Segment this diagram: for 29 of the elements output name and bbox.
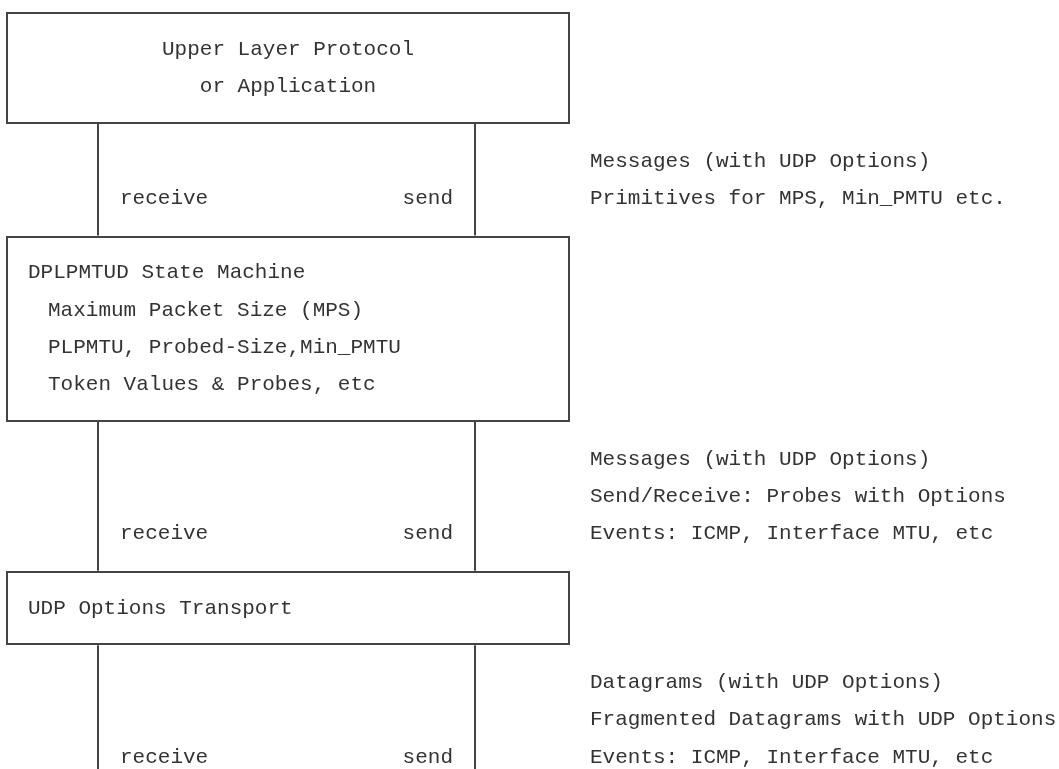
annotation-text: Events: ICMP, Interface MTU, etc <box>590 744 994 769</box>
connector-line <box>97 644 99 769</box>
box-text: Maximum Packet Size (MPS) <box>48 297 364 324</box>
box-title: Upper Layer Protocol or Application <box>160 36 415 100</box>
annotation-text: Primitives for MPS, Min_PMTU etc. <box>590 185 1006 212</box>
connector-line <box>97 420 99 572</box>
connector-line <box>474 122 476 237</box>
annotation-text: Messages (with UDP Options) <box>590 148 931 175</box>
annotation-text: Send/Receive: Probes with Options <box>590 483 1006 510</box>
edge-label: send <box>402 185 453 212</box>
edge-label: receive <box>120 744 209 769</box>
box-title: DPLPMTUD State Machine <box>28 260 306 287</box>
annotation-text: Events: ICMP, Interface MTU, etc <box>590 521 994 547</box>
layer-box <box>6 570 570 646</box>
box-text: Token Values & Probes, etc <box>48 372 376 398</box>
edge-label: receive <box>120 521 209 547</box>
connector-line <box>474 420 476 572</box>
layer-box <box>6 12 570 124</box>
box-text: PLPMTU, Probed-Size,Min_PMTU <box>48 334 401 361</box>
connector-line <box>97 122 99 237</box>
annotation-text: Messages (with UDP Options) <box>590 446 931 473</box>
annotation-text: Datagrams (with UDP Options) <box>590 670 943 696</box>
edge-label: send <box>402 521 453 547</box>
box-title: UDP Options Transport <box>28 595 293 622</box>
layer-box <box>6 235 570 422</box>
annotation-text: Fragmented Datagrams with UDP Options <box>590 707 1057 734</box>
edge-label: send <box>402 744 453 769</box>
edge-label: receive <box>120 185 209 212</box>
connector-line <box>474 644 476 769</box>
